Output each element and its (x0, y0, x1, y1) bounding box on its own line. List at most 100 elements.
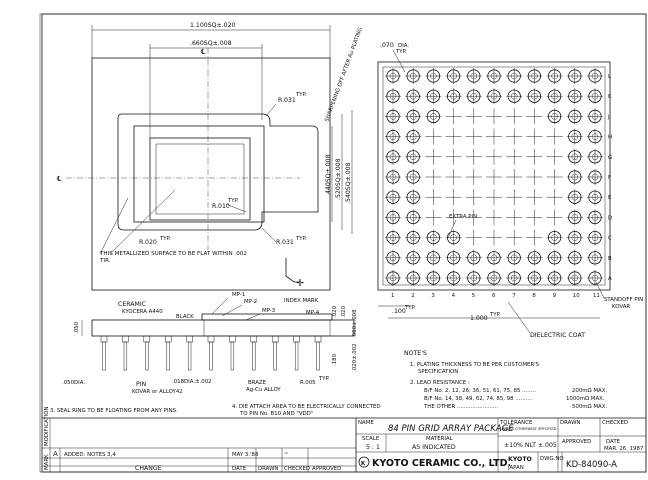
index-cross: ✛ (296, 278, 304, 289)
company-logo-icon (358, 456, 370, 468)
standoff-pin-label: STANDOFF PIN (604, 297, 643, 303)
pin-L10 (566, 68, 583, 84)
pin-B10 (566, 249, 583, 266)
row-label-F: F (608, 175, 611, 181)
company-city: KYOTO (508, 456, 532, 463)
dim-070-typ: TYP. (395, 49, 407, 55)
note-3: 3. SEAL RING TO BE FLOATING FROM ANY PIN… (50, 408, 178, 414)
grid-site-G9 (546, 148, 563, 165)
grid-site-J5 (465, 108, 482, 125)
pin-J11 (587, 108, 603, 125)
grid-site-G3 (425, 148, 442, 165)
dim-radius-bottom-left: R.020 (139, 239, 157, 246)
pin-F2 (405, 169, 422, 185)
side-pins (100, 335, 322, 371)
pin-B2 (405, 249, 422, 266)
grid-site-E5 (465, 189, 482, 206)
pin-B9 (546, 249, 563, 266)
pin-H10 (566, 128, 583, 145)
dim-radius-top: R.031 (278, 97, 296, 104)
side-pin (271, 335, 279, 371)
dim-radius-bottom-right-typ: TYP. (295, 236, 307, 242)
grid-site-D7 (506, 209, 523, 226)
pin-A3 (425, 270, 442, 286)
col-checked: CHECKED (284, 466, 310, 472)
pin-K7 (506, 88, 523, 105)
pin-B6 (486, 249, 502, 266)
col-label-7: 7 (512, 293, 515, 299)
dim-radius-bottom-right: R.031 (276, 239, 294, 246)
col-label-8: 8 (532, 293, 536, 299)
row-label-L: L (608, 74, 611, 80)
side-pin (293, 335, 300, 371)
pin-J10 (566, 108, 583, 125)
dim-radius-inner: R.010 (212, 203, 230, 210)
pin-J2 (405, 108, 422, 125)
leader (447, 219, 457, 239)
date-value: MAR. 26. 1987 (604, 446, 643, 452)
pin-L9 (546, 68, 563, 84)
grid-site-G6 (486, 148, 502, 165)
dim-radius-bottom-left-typ: TYP. (159, 236, 171, 242)
metallized-note: THIS METALLIZED SURFACE TO BE FLAT WITHI… (100, 251, 247, 264)
dim-r005-label: R.005 (300, 380, 316, 386)
grid-site-H4 (445, 128, 462, 145)
seal-ring-outline (117, 113, 319, 231)
col-approved: APPROVED (312, 466, 341, 472)
pin-C9 (546, 229, 563, 246)
date-label: DATE (606, 439, 621, 445)
notes: NOTE'S 1. PLATING THICKNESS TO BE PER CU… (50, 350, 607, 417)
col-label-1: 1 (391, 293, 394, 299)
pin-C2 (405, 229, 422, 246)
leader (392, 49, 406, 73)
grid-site-D8 (526, 209, 543, 226)
company-name: KYOTO CERAMIC CO., LTD. (372, 458, 511, 469)
modification-label: MODIFICATION (44, 406, 50, 446)
grid-site-E4 (445, 189, 462, 206)
note-4a: 4. DIE ATTACH AREA TO BE ELECTRICALLY CO… (232, 404, 381, 410)
pin-label: PIN (136, 381, 147, 388)
col-label-6: 6 (492, 293, 496, 299)
pin-E2 (405, 189, 422, 206)
pin-G1 (385, 148, 401, 165)
pin-K5 (465, 88, 482, 105)
pin-C1 (385, 229, 401, 246)
grid-site-F5 (465, 169, 482, 185)
dim-020-b: .020 (341, 305, 347, 318)
leader (595, 281, 605, 299)
tolerance-sub: UNLESS OTHERWISE SPECIFIED (500, 427, 557, 431)
dim-020-a: .020 (332, 305, 338, 318)
sheet-border-outer (39, 13, 647, 473)
die-cavity (149, 137, 251, 221)
dwg-no-value: KD-84090-A (566, 460, 617, 470)
dim-100-label: .100 (392, 308, 406, 315)
top-view: ℄ ℄ 1.100SQ±.020 .660SQ±.008 R.031 TYP. … (57, 22, 364, 291)
col-label-10: 10 (573, 293, 580, 299)
pin-B11 (587, 249, 603, 266)
row-label-J: J (607, 114, 610, 120)
row-label-D: D (608, 215, 612, 221)
pin-B5 (465, 249, 482, 266)
note-1a: 1. PLATING THICKNESS TO BE PER CUSTOMER'… (410, 362, 540, 368)
note-1b: SPECIFICATION (418, 369, 458, 375)
pin-C11 (587, 229, 603, 246)
pin-A4 (445, 270, 462, 286)
side-view: CERAMIC KYOCERA A440 BLACK MP-1 MP-2 MP-… (62, 292, 358, 395)
side-pin (164, 335, 172, 371)
dim-100-typ: TYP. (404, 305, 416, 311)
material-value: AS INDICATED (412, 444, 456, 451)
grid-site-D6 (486, 209, 502, 226)
col-date: DATE (232, 466, 247, 472)
grid-site-F3 (425, 169, 442, 185)
grid-site-H3 (425, 128, 442, 145)
pin-F10 (566, 169, 583, 185)
note-2b-label: B/F No. 14, 38, 49, 62, 74, 85, 98 .....… (424, 396, 533, 402)
company-logo-k: K (361, 461, 366, 467)
scale-label: SCALE (362, 436, 380, 442)
notes-header: NOTE'S (404, 350, 427, 357)
drawn-label: DRAWN (560, 420, 580, 426)
grid-site-G5 (465, 148, 482, 165)
pin-D1 (385, 209, 401, 226)
